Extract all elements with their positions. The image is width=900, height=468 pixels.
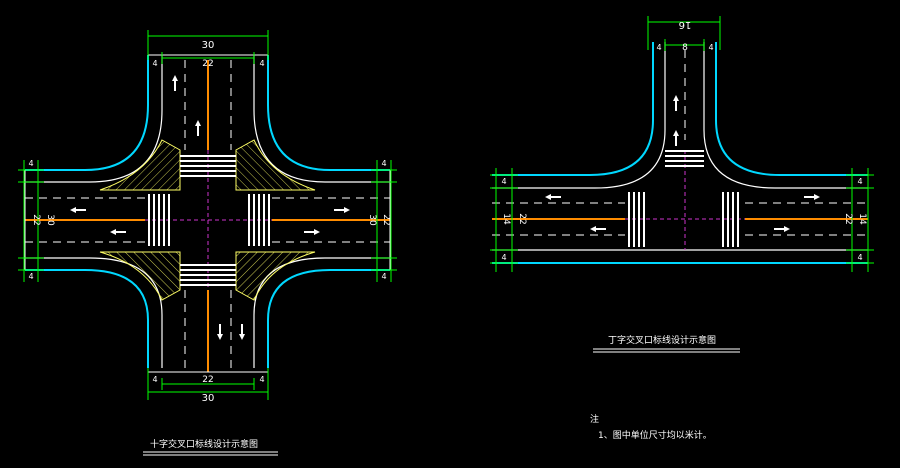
cross-dim-top-side-left: 4 [152, 59, 157, 68]
t-intersection: 16 8 4 4 14 22 4 4 22 14 4 4 [490, 16, 874, 353]
cross-dim-right-total: 30 [367, 214, 377, 226]
cross-dim-top-total: 30 [202, 40, 215, 51]
cross-dim-top-road: 22 [202, 59, 213, 69]
t-dimension-lines [490, 16, 874, 272]
t-lane-arrows [545, 95, 820, 232]
cross-lane-lines [25, 60, 390, 372]
t-crosswalk-west [628, 192, 645, 247]
t-lane-lines [492, 50, 868, 236]
t-dim-top-road: 8 [682, 43, 688, 53]
t-dim-left-road: 14 [501, 213, 511, 225]
cross-end-lines [24, 54, 391, 373]
t-crosswalk-north [665, 150, 704, 167]
crosswalk-west [148, 194, 170, 246]
t-dim-right-total: 22 [843, 213, 853, 224]
crosswalk-north [180, 155, 236, 177]
t-dim-right-side-top: 4 [857, 177, 862, 186]
crosswalk-south [180, 264, 236, 286]
cross-dim-left-side-top: 4 [28, 159, 33, 168]
t-dim-top-total: 16 [679, 19, 692, 30]
cross-dim-bottom-side-right: 4 [259, 375, 264, 384]
cross-intersection-title: 十字交叉口标线设计示意图 [150, 440, 259, 450]
notes-line-1: 1、图中单位尺寸均以米计。 [598, 431, 712, 441]
t-curbs [492, 42, 868, 264]
t-dim-top-side-right: 4 [708, 43, 713, 52]
cross-centerlines [25, 60, 390, 372]
cross-dim-bottom-road: 22 [202, 375, 213, 385]
cross-crosswalks [148, 155, 270, 286]
t-dim-top-side-left: 4 [656, 43, 661, 52]
cross-dim-bottom-side-left: 4 [152, 375, 157, 384]
cross-lane-arrows [70, 75, 350, 340]
t-intersection-title: 丁字交叉口标线设计示意图 [608, 336, 717, 346]
t-crosswalk-east [722, 192, 739, 247]
t-crosswalks [628, 150, 739, 247]
t-dim-left-side-top: 4 [501, 177, 506, 186]
cross-dim-right-road: 22 [381, 214, 391, 225]
t-dimension-texts: 16 8 4 4 14 22 4 4 22 14 4 4 [501, 19, 867, 262]
cross-dim-left-road: 22 [31, 214, 41, 225]
cross-hatched-islands [99, 139, 316, 301]
crosswalk-east [248, 194, 270, 246]
t-dim-left-side-bottom: 4 [501, 253, 506, 262]
cross-axis-lines [145, 150, 272, 290]
t-dim-right-road: 14 [857, 213, 867, 225]
cross-dimension-texts: 30 22 4 4 30 22 4 4 22 30 4 4 30 22 4 4 [28, 40, 391, 404]
cross-dim-left-total: 30 [45, 214, 55, 226]
cross-intersection: 30 22 4 4 30 22 4 4 22 30 4 4 30 22 4 4 [18, 30, 397, 456]
cross-dim-bottom-total: 30 [202, 393, 215, 404]
t-dim-left-total: 22 [517, 213, 527, 224]
cross-dim-left-side-bottom: 4 [28, 272, 33, 281]
t-dim-right-side-bottom: 4 [857, 253, 862, 262]
cross-dim-right-side-top: 4 [381, 159, 386, 168]
cross-dim-right-side-bottom: 4 [381, 272, 386, 281]
cross-dimension-lines [18, 30, 397, 400]
cross-dim-top-side-right: 4 [259, 59, 264, 68]
notes-heading: 注 [590, 415, 600, 425]
